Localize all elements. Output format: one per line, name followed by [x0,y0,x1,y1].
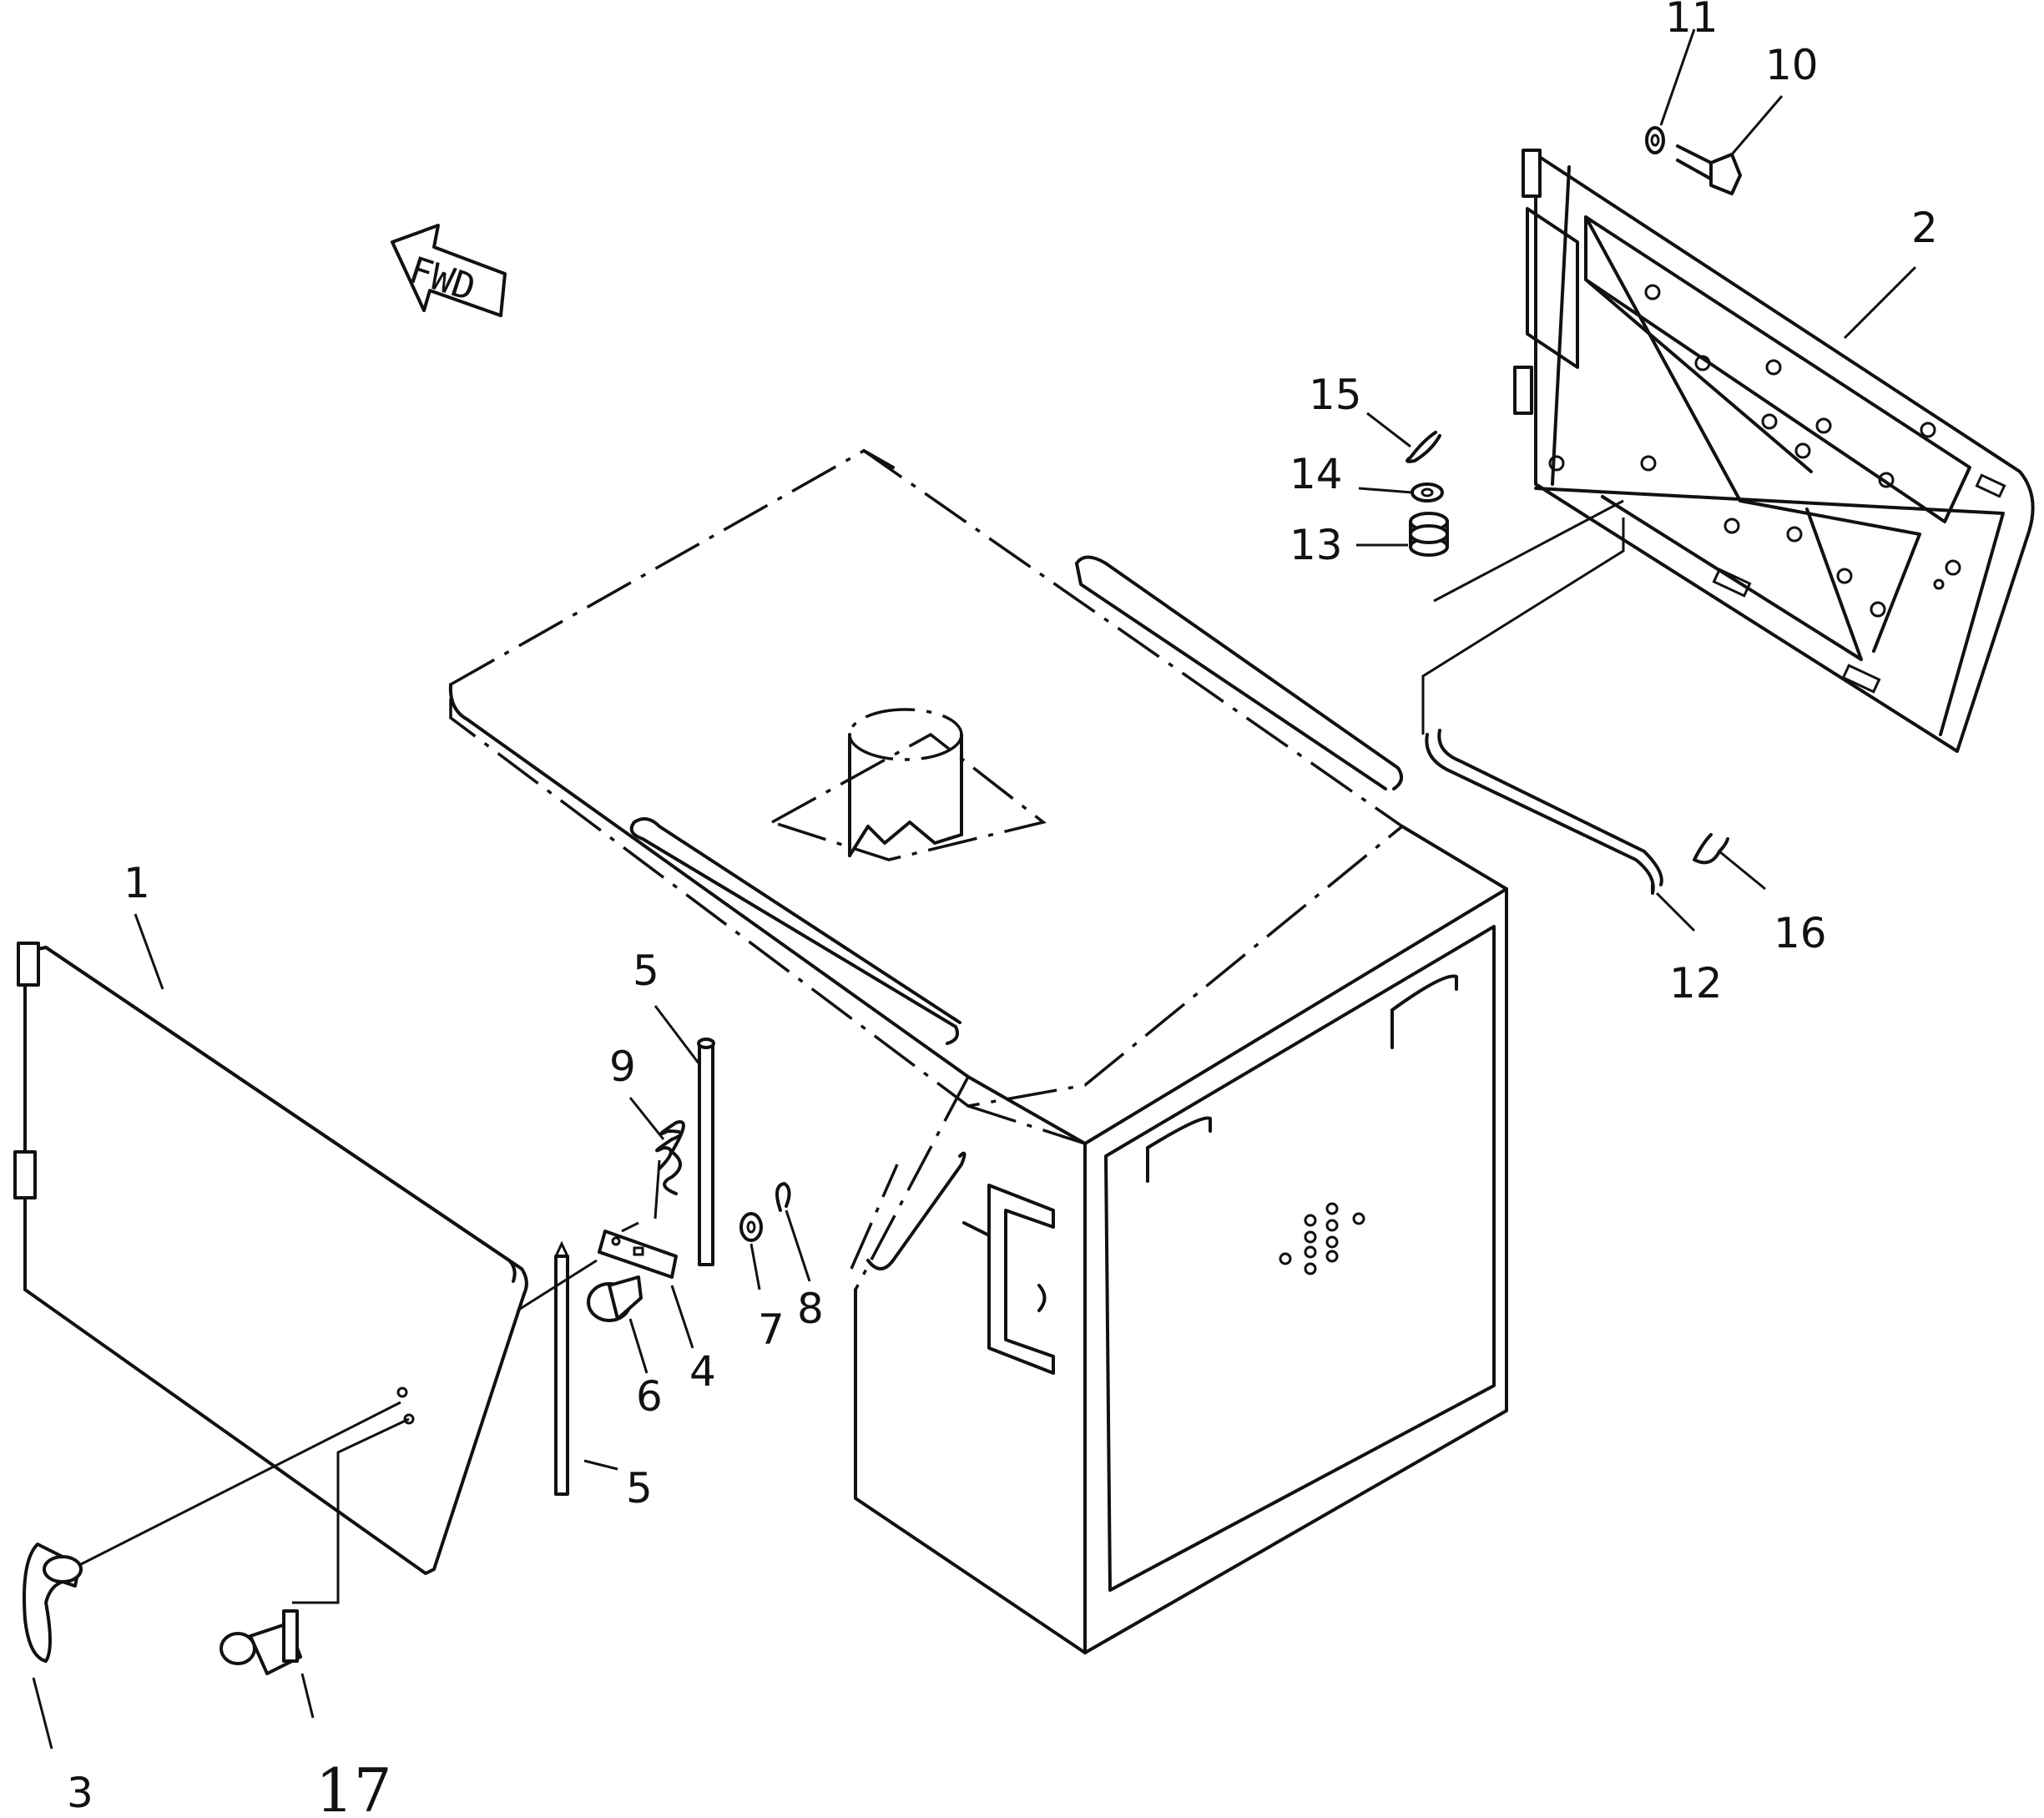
part-14-washer [1411,482,1444,502]
callout-10: 10 [1765,41,1819,89]
tank-body [448,448,1508,1654]
leader-lines [32,28,1917,1750]
part-16-pin [1693,833,1729,865]
callout-6: 6 [636,1372,663,1421]
part-12-rod [1421,499,1663,895]
part-3-handle [23,1401,401,1663]
part-4-plate [598,1230,678,1279]
part-1-door-panel [13,942,528,1575]
callout-7: 7 [758,1305,785,1354]
part-10-bolt [1676,144,1742,195]
callout-13: 13 [1289,521,1343,569]
callout-12: 12 [1669,959,1723,1007]
callout-5-upper: 5 [633,947,659,995]
callout-11: 11 [1665,0,1718,42]
part-13-grommet [1409,512,1449,557]
part-7-washer [739,1212,763,1242]
callout-3: 3 [67,1769,93,1817]
callout-4: 4 [689,1347,716,1396]
callout-5-lower: 5 [626,1464,653,1512]
callout-17: 17 [315,1755,392,1818]
part-9-spring [654,1120,685,1220]
callout-2: 2 [1911,204,1938,252]
part-8-pin [775,1182,791,1212]
part-5-rod-upper [697,1038,715,1266]
part-15-pin [1406,431,1441,463]
forward-arrow-label: FWD [404,249,480,310]
part-11-washer [1645,126,1665,154]
callout-14: 14 [1289,450,1343,498]
callout-1: 1 [124,859,150,907]
callout-labels: 1 2 3 4 5 5 6 7 8 9 10 11 12 13 14 15 16… [67,0,1938,1818]
callout-8: 8 [797,1285,824,1333]
callout-15: 15 [1309,371,1362,419]
filler-neck [768,708,1047,861]
part-17-latch [220,1417,410,1675]
forward-arrow-icon: FWD [391,224,507,317]
part-5-rod-lower [554,1240,569,1496]
part-2-frame-panel [1513,149,2035,753]
callout-9: 9 [609,1043,636,1091]
callout-16: 16 [1774,909,1827,957]
vent-holes [1279,1202,1365,1275]
part-6-knob [587,1275,643,1322]
connector-leader [517,1221,639,1312]
